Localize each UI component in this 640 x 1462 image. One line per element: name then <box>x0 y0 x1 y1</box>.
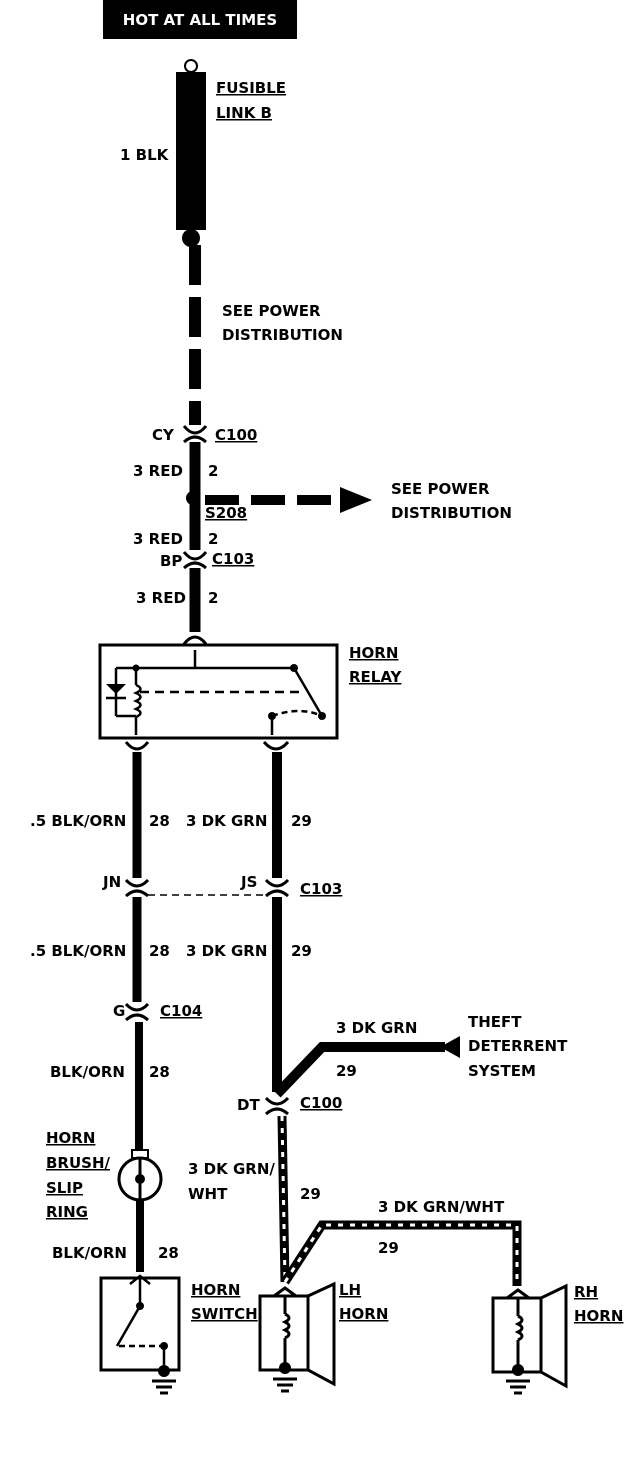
wire-dkgrn-wht-a-circuit: 29 <box>300 1185 321 1203</box>
wire-blk-orn-c-circuit: 28 <box>149 1063 170 1081</box>
c103-top-name: C103 <box>212 550 254 568</box>
splice-s208-label: S208 <box>205 504 247 522</box>
fusible-link-wire-label: 1 BLK <box>120 146 170 164</box>
theft-deterrent-label-1: THEFT <box>468 1013 522 1031</box>
wire-3red-a-label: 3 RED <box>133 462 183 480</box>
wire-dkgrn-theft <box>273 1042 445 1098</box>
wire-dkgrn-theft-label: 3 DK GRN <box>336 1019 417 1037</box>
relay-contact-b <box>318 712 326 720</box>
wire-dkgrn-wht-b <box>281 1220 522 1286</box>
relay-contact-a <box>290 664 298 672</box>
rh-horn-ground-icon <box>506 1379 530 1395</box>
c104-pin: G <box>113 1002 125 1020</box>
c100-top-name: C100 <box>215 426 257 444</box>
power-dist-top-label-1: SEE POWER <box>222 302 321 320</box>
rh-horn-icon <box>491 1283 568 1389</box>
power-dist-right-arrow <box>340 487 372 513</box>
horn-switch-label-2: SWITCH <box>191 1305 258 1323</box>
lh-horn-icon <box>258 1281 336 1387</box>
horn-switch-label-1: HORN <box>191 1281 240 1299</box>
c104-name: C104 <box>160 1002 202 1020</box>
wire-blk-orn-d-label: BLK/ORN <box>52 1244 127 1262</box>
horn-brush-label-1: HORN <box>46 1129 95 1147</box>
lh-horn-ground-node <box>279 1362 291 1374</box>
wire-blk-orn-b-label: .5 BLK/ORN <box>30 942 126 960</box>
wire-blk-orn-a-label: .5 BLK/ORN <box>30 812 126 830</box>
lh-horn-label-1: LH <box>339 1281 361 1299</box>
relay-out-terminal-right <box>262 740 290 751</box>
relay-coil-end <box>132 664 140 672</box>
power-dist-right-label-1: SEE POWER <box>391 480 490 498</box>
lh-horn-ground-icon <box>273 1377 297 1393</box>
horn-brush-label-2: BRUSH/ <box>46 1154 111 1172</box>
wire-3red-b-label: 3 RED <box>133 530 183 548</box>
horn-relay-internals <box>114 650 324 735</box>
header-title: HOT AT ALL TIMES <box>123 11 277 29</box>
fusible-link <box>176 59 206 247</box>
horn-switch-ground-node <box>158 1365 170 1377</box>
wire-dkgrn-wht-b-circuit: 29 <box>378 1239 399 1257</box>
c103-mid-name: C103 <box>300 880 342 898</box>
c100-bottom-name: C100 <box>300 1094 342 1112</box>
wire-blk-orn-b-circuit: 28 <box>149 942 170 960</box>
wire-3red-a-circuit: 2 <box>208 462 218 480</box>
connector-c100-top <box>182 425 208 444</box>
horn-relay-label-1: HORN <box>349 644 398 662</box>
wire-dkgrn-wht-a-label-2: WHT <box>188 1185 228 1203</box>
c100-bottom-pin: DT <box>237 1096 260 1114</box>
wire-blk-orn-d-circuit: 28 <box>158 1244 179 1262</box>
lh-horn-label-2: HORN <box>339 1305 388 1323</box>
wire-dkgrn-a-label: 3 DK GRN <box>186 812 267 830</box>
wire-3red-c-label: 3 RED <box>136 589 186 607</box>
horn-switch-contact-top <box>136 1302 144 1310</box>
wire-blk-orn-a-circuit: 28 <box>149 812 170 830</box>
power-dist-right-label-2: DISTRIBUTION <box>391 504 512 522</box>
rh-horn-ground-node <box>512 1364 524 1376</box>
c100-top-pin: CY <box>152 426 175 444</box>
connector-c104 <box>124 1002 150 1022</box>
wire-3red-c-circuit: 2 <box>208 589 218 607</box>
c103-mid-pin-left: JN <box>102 873 121 891</box>
theft-deterrent-terminal <box>440 1036 460 1058</box>
wire-dkgrn-b-label: 3 DK GRN <box>186 942 267 960</box>
rh-horn-label-2: HORN <box>574 1307 623 1325</box>
wire-blk-orn-c-label: BLK/ORN <box>50 1063 125 1081</box>
horn-brush-label-3: SLIP <box>46 1179 83 1197</box>
wire-dkgrn-theft-circuit: 29 <box>336 1062 357 1080</box>
wire-dkgrn-b-circuit: 29 <box>291 942 312 960</box>
splice-s208 <box>186 491 200 505</box>
wire-dkgrn-wht-b-label: 3 DK GRN/WHT <box>378 1198 505 1216</box>
theft-deterrent-label-3: SYSTEM <box>468 1062 536 1080</box>
rh-horn-label-1: RH <box>574 1283 598 1301</box>
horn-relay-label-2: RELAY <box>349 668 403 686</box>
power-dist-top-label-2: DISTRIBUTION <box>222 326 343 344</box>
c103-mid-pin-right: JS <box>240 873 257 891</box>
connector-c103-mid <box>124 878 290 898</box>
fusible-link-label-1: FUSIBLE <box>216 79 286 97</box>
relay-out-terminal-left <box>124 741 150 751</box>
horn-switch-contact-bottom <box>160 1342 168 1350</box>
wire-dkgrn-wht-a-label-1: 3 DK GRN/ <box>188 1160 275 1178</box>
horn-switch-ground-icon <box>152 1379 176 1395</box>
relay-input-terminal <box>182 635 208 645</box>
wire-3red-b-circuit: 2 <box>208 530 218 548</box>
relay-contact-c <box>268 712 276 720</box>
horn-brush-label-4: RING <box>46 1203 88 1221</box>
fusible-link-label-2: LINK B <box>216 104 272 122</box>
connector-c103-top <box>182 551 208 570</box>
c103-top-pin: BP <box>160 552 182 570</box>
connector-c100-bottom <box>264 1096 290 1116</box>
theft-deterrent-label-2: DETERRENT <box>468 1037 568 1055</box>
relay-diode-icon <box>106 684 126 694</box>
header-banner <box>103 0 297 39</box>
horn-relay-box <box>98 643 339 740</box>
wire-dkgrn-a-circuit: 29 <box>291 812 312 830</box>
wire-dkgrn-wht-a-stripe <box>280 1115 287 1283</box>
